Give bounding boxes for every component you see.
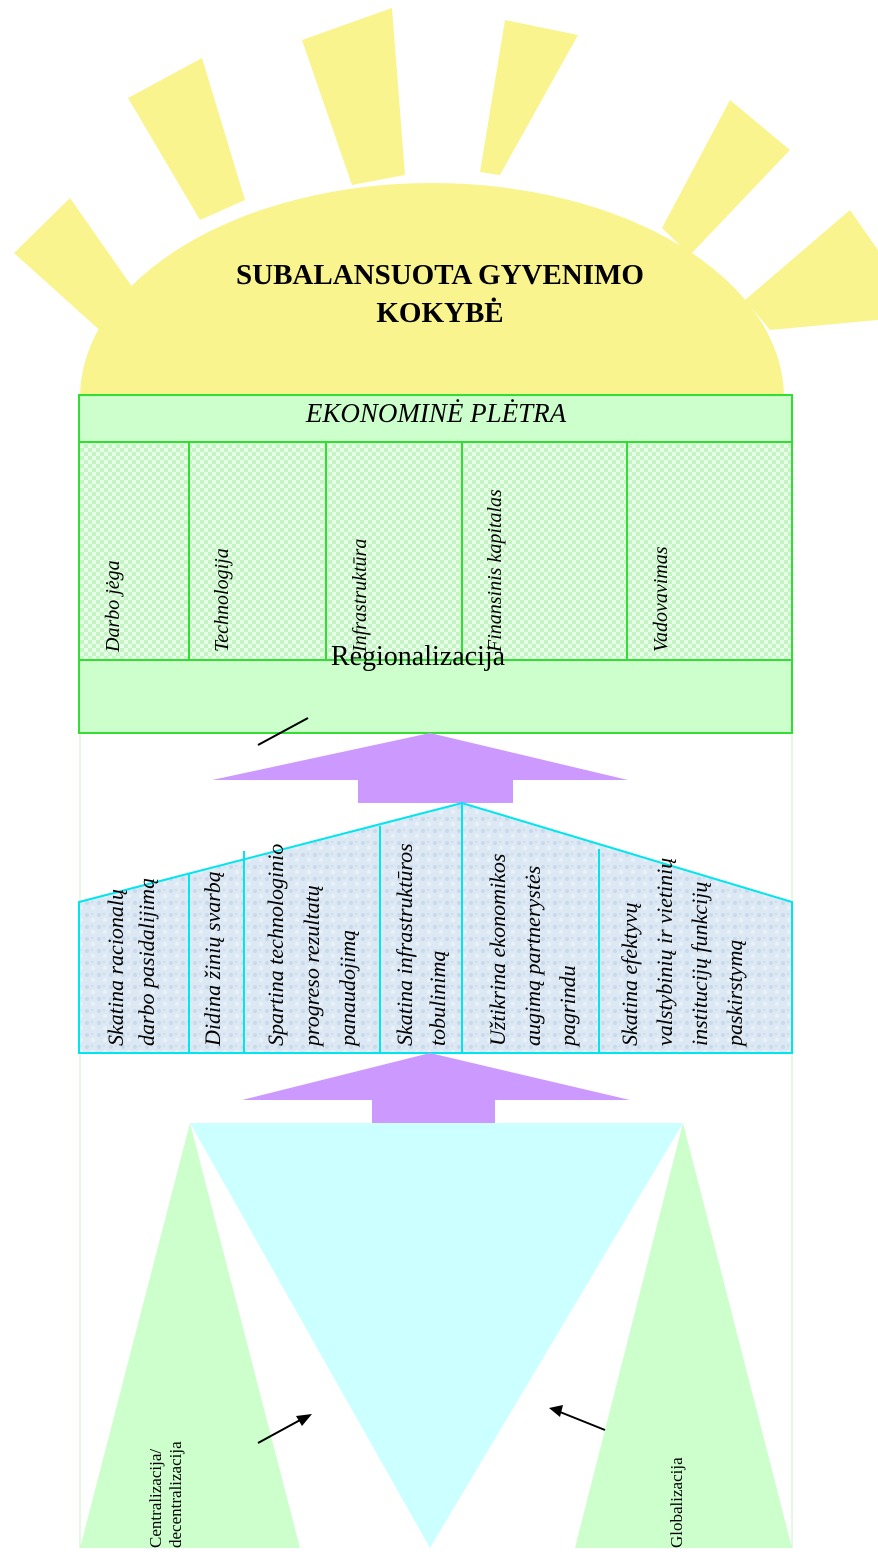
sun-ray [128, 58, 245, 220]
title-line-1: SUBALANSUOTA GYVENIMO [236, 259, 644, 291]
sun [80, 183, 784, 398]
effect-label: Skatina racionalų darbo pasidalijimą [103, 877, 159, 1046]
effect-label: Skatina efektyvų valstybinių ir vietinių… [617, 857, 747, 1046]
economic-heading: EKONOMINĖ PLĖTRA [305, 398, 567, 428]
economic-block [78, 394, 793, 734]
sun-ray [480, 20, 578, 175]
center-triangle [190, 1123, 683, 1548]
title-line-2: KOKYBĖ [376, 297, 504, 329]
sun-ray [745, 210, 878, 330]
factor-label: Infrastruktūra [349, 538, 371, 652]
sun-rays [14, 8, 878, 335]
left-triangle [80, 1123, 300, 1548]
effect-label: Didina žinių svarbą [200, 871, 225, 1046]
arrow-up-upper [212, 733, 628, 803]
factor-label: Darbo jėga [102, 560, 124, 652]
arrows-to-center [257, 1405, 606, 1444]
effect-label: Spartina technologinio progreso rezultat… [263, 843, 360, 1046]
sun-ray [662, 100, 790, 255]
sun-ray [302, 8, 405, 185]
center-label: Regionalizacija [330, 641, 506, 672]
right-triangle [575, 1123, 792, 1548]
factor-label: Finansinis kapitalas [484, 489, 506, 652]
arrow-up-lower [242, 1053, 630, 1123]
effects-block [78, 801, 793, 1054]
right-label: Globalizacija [667, 1457, 686, 1548]
left-label: Centralizacija/ decentralizacija [146, 1441, 185, 1548]
sun-ray [14, 198, 140, 335]
factor-label: Vadovavimas [650, 546, 672, 652]
arrow-left-to-center [257, 717, 309, 746]
factor-label: Technologija [211, 548, 233, 652]
page-title: SUBALANSUOTA GYVENIMO KOKYBĖ [180, 256, 700, 332]
effect-label: Skatina infrastruktūros tobulinimą [392, 843, 450, 1046]
effect-label: Užtikrina ekonomikos augimą partnerystės… [485, 853, 580, 1046]
